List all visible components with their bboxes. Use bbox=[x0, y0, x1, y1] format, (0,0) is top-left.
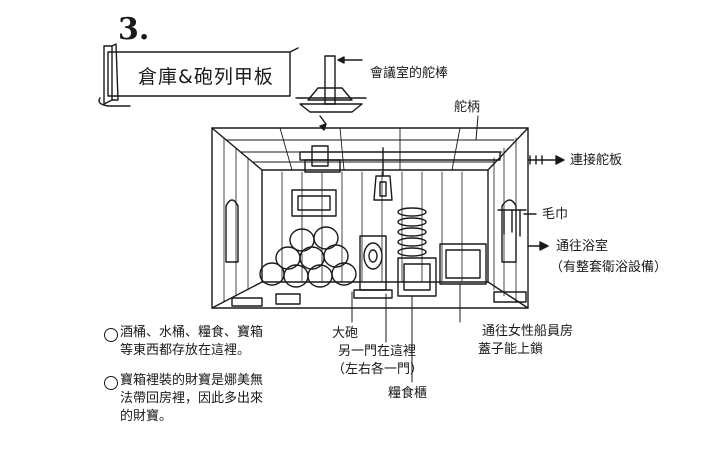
label-towel: 毛巾 bbox=[542, 207, 569, 222]
note-bullet-1 bbox=[104, 328, 118, 342]
label-tiller: 舵柄 bbox=[454, 100, 481, 115]
room-outline bbox=[211, 127, 529, 309]
title-banner bbox=[98, 43, 299, 107]
wall-painting bbox=[291, 189, 337, 217]
label-rudder-link: 連接舵板 bbox=[570, 153, 623, 168]
leader-lines bbox=[351, 115, 479, 383]
label-other-door: 另一門在這裡 bbox=[338, 344, 417, 359]
hanging-towels bbox=[497, 209, 527, 237]
label-bathroom: 通往浴室 bbox=[556, 239, 609, 254]
label-door-note: （左右各一門） bbox=[332, 362, 424, 377]
section-number: 3. bbox=[118, 12, 150, 47]
note-1-line-1: 酒桶、水桶、糧食、寶箱 bbox=[120, 325, 264, 340]
barrel-stack bbox=[259, 226, 357, 288]
rudder-linkage bbox=[527, 155, 565, 165]
label-lid-lock: 蓋子能上鎖 bbox=[478, 342, 544, 357]
note-2-line-1: 寶箱裡裝的財寶是娜美無 bbox=[120, 373, 264, 388]
note-bullet-2 bbox=[104, 376, 118, 390]
section-title: 倉庫&砲列甲板 bbox=[138, 66, 274, 88]
towel-stack bbox=[397, 207, 427, 257]
label-food-cabinet: 糧食櫃 bbox=[388, 386, 428, 401]
note-1-line-2: 等東西都存放在這裡。 bbox=[120, 343, 251, 358]
hanging-lamp bbox=[373, 147, 393, 201]
label-womens-cabin: 通往女性船員房 bbox=[482, 324, 574, 339]
left-wall-planks bbox=[223, 137, 249, 303]
food-cabinet-drawing bbox=[397, 257, 437, 297]
cannon-drawing bbox=[353, 235, 393, 299]
note-2-line-3: 的財寶。 bbox=[120, 409, 173, 424]
side-door-right bbox=[501, 199, 517, 263]
side-door-left bbox=[225, 199, 239, 263]
bathroom-arrow bbox=[527, 241, 549, 251]
note-2-line-2: 法帶回房裡，因此多出來 bbox=[120, 391, 264, 406]
womens-cabin-door bbox=[439, 243, 487, 285]
back-wall-planks bbox=[281, 171, 463, 283]
label-bathroom-note: （有整套衛浴設備） bbox=[550, 260, 668, 275]
label-helm-stick: 會議室的舵棒 bbox=[370, 66, 449, 81]
floor-crates bbox=[231, 291, 527, 307]
tiller-beam bbox=[299, 115, 501, 173]
ceiling-planks bbox=[225, 127, 515, 171]
helm-stick-drawing bbox=[295, 55, 367, 113]
note-2: 寶箱裡裝的財寶是娜美無 法帶回房裡，因此多出來 的財寶。 bbox=[120, 372, 263, 426]
label-cannon: 大砲 bbox=[332, 326, 359, 341]
note-1: 酒桶、水桶、糧食、寶箱 等東西都存放在這裡。 bbox=[120, 324, 263, 360]
